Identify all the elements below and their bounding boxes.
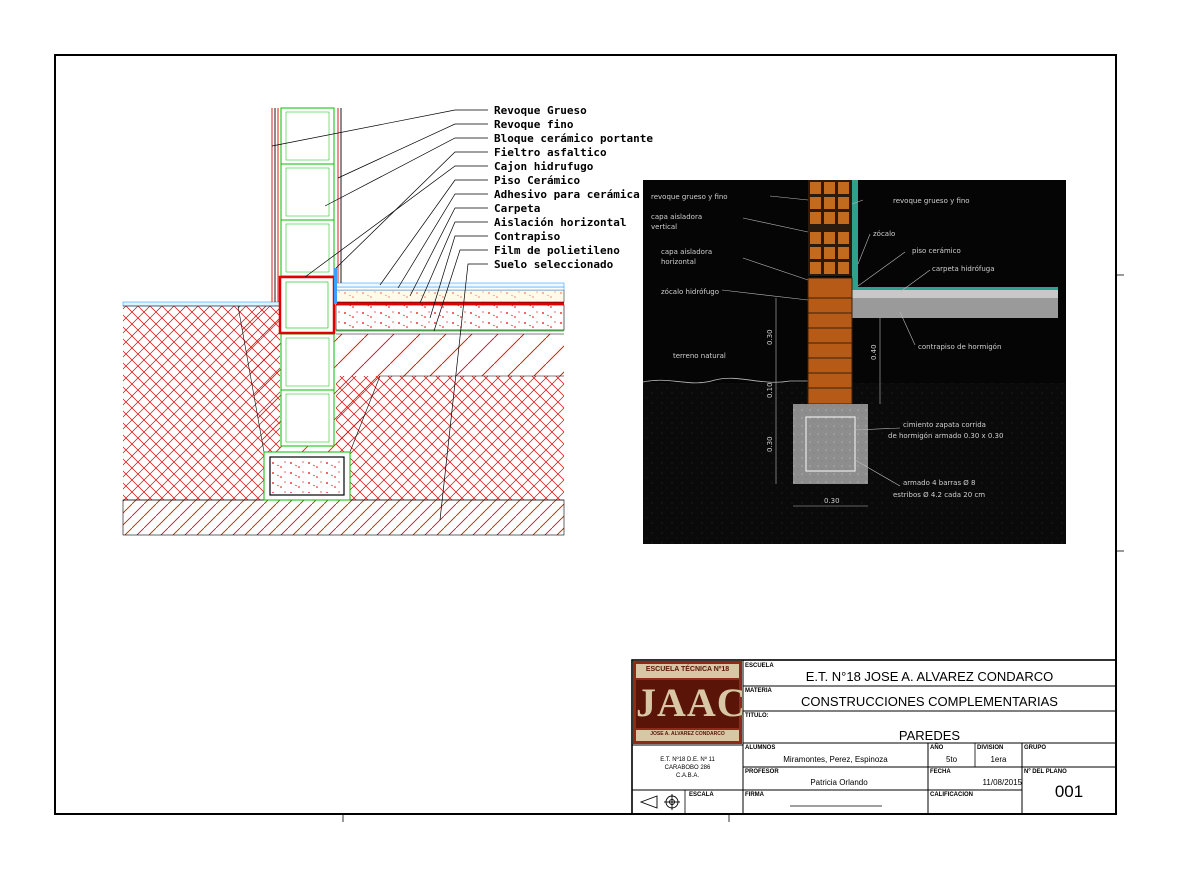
aislacion-horizontal — [336, 302, 564, 305]
leader-lines — [271, 109, 488, 521]
svg-text:armado 4 barras Ø 8: armado 4 barras Ø 8 — [903, 479, 976, 487]
svg-text:horizontal: horizontal — [661, 258, 696, 266]
photo-brick-grid — [810, 182, 849, 274]
detail-label-list: Revoque Grueso Revoque fino Bloque cerám… — [494, 104, 653, 271]
photo-solid-bricks — [807, 277, 853, 405]
anio-label: AÑO — [930, 745, 944, 751]
label-revoque-grueso: Revoque Grueso — [494, 104, 587, 117]
svg-text:piso cerámico: piso cerámico — [912, 247, 961, 255]
titulo-label: TITULO: — [745, 713, 769, 719]
svg-text:0.10: 0.10 — [766, 382, 774, 398]
base-soil-band — [122, 499, 565, 536]
svg-text:revoque grueso y fino: revoque grueso y fino — [893, 197, 970, 205]
label-contrapiso: Contrapiso — [494, 230, 561, 243]
titulo-value: PAREDES — [898, 728, 961, 743]
label-piso-ceramico: Piso Cerámico — [494, 174, 580, 187]
label-fieltro-asfaltico: Fieltro asfaltico — [494, 146, 607, 159]
firma-label: FIRMA — [745, 792, 764, 798]
label-bloque-ceramico: Bloque cerámico portante — [494, 132, 653, 145]
materia-label: MATERIA — [745, 688, 772, 694]
fecha-label: FECHA — [930, 769, 951, 775]
anio-value: 5to — [945, 755, 958, 764]
svg-text:capa aisladora: capa aisladora — [651, 213, 702, 221]
label-suelo-seleccionado: Suelo seleccionado — [494, 258, 614, 271]
label-adhesivo: Adhesivo para cerámica — [494, 188, 640, 201]
logo-bottom-text: JOSE A. ALVAREZ CONDARCO — [650, 731, 725, 737]
svg-text:capa aisladora: capa aisladora — [661, 248, 712, 256]
rendered-section-image: 0.30 0.10 0.30 0.40 0.30 revoque grueso … — [642, 180, 1066, 544]
photo-contrapiso — [852, 298, 1058, 318]
suelo-seleccionado-hatch — [336, 334, 564, 376]
svg-text:contrapiso de hormigón: contrapiso de hormigón — [918, 343, 1001, 351]
svg-text:de hormigón armado 0.30 x 0.30: de hormigón armado 0.30 x 0.30 — [888, 432, 1003, 440]
division-label: DIVISION — [977, 745, 1004, 751]
label-cajon-hidrufugo: Cajon hidrufugo — [494, 160, 594, 173]
cajon-hidrofugo — [278, 275, 336, 335]
fieltro-asfaltico — [334, 268, 337, 304]
sheet-border — [54, 54, 1117, 815]
projection-symbol-icon — [639, 794, 680, 810]
escuela-value: E.T. N°18 JOSE A. ALVAREZ CONDARCO — [805, 669, 1054, 684]
label-carpeta: Carpeta — [494, 202, 540, 215]
escuela-label: ESCUELA — [745, 663, 774, 669]
division-value: 1era — [990, 755, 1007, 764]
photo-labels: revoque grueso y fino capa aisladora ver… — [651, 193, 1003, 499]
address-line-3: C.A.B.A. — [675, 773, 699, 779]
grupo-label: GRUPO — [1024, 745, 1047, 751]
logo-letters: JAAC — [636, 680, 747, 725]
alumnos-value: Miramontes, Perez, Espinoza — [783, 755, 888, 764]
photo-footing — [793, 404, 868, 484]
school-logo — [633, 661, 742, 744]
adhesivo-layer — [335, 286, 565, 291]
frame-ticks — [342, 274, 1124, 822]
wall-section-detail: Revoque Grueso Revoque fino Bloque cerám… — [122, 104, 653, 536]
photo-wall — [808, 180, 852, 276]
revoque-lines — [271, 108, 342, 302]
materia-value: CONSTRUCCIONES COMPLEMENTARIAS — [801, 694, 1058, 709]
photo-dimensions: 0.30 0.10 0.30 0.40 0.30 — [766, 329, 878, 505]
svg-text:revoque grueso y fino: revoque grueso y fino — [651, 193, 728, 201]
label-film-polietileno: Film de polietileno — [494, 244, 620, 257]
svg-text:cimiento zapata corrida: cimiento zapata corrida — [903, 421, 986, 429]
svg-text:vertical: vertical — [651, 223, 677, 231]
profesor-value: Patricia Orlando — [810, 778, 868, 787]
title-block-grid — [631, 659, 1117, 815]
fecha-value: 11/08/2015 — [982, 778, 1022, 787]
svg-text:0.30: 0.30 — [766, 329, 774, 345]
svg-text:0.30: 0.30 — [766, 436, 774, 452]
svg-text:0.40: 0.40 — [870, 344, 878, 360]
alumnos-label: ALUMNOS — [745, 745, 776, 751]
svg-text:zócalo: zócalo — [873, 230, 895, 238]
address-line-2: CARABOBO 286 — [664, 765, 711, 771]
address-line-1: E.T. Nº18 D.E. Nº 11 — [660, 757, 715, 763]
label-revoque-fino: Revoque fino — [494, 118, 574, 131]
plano-value: 001 — [1054, 782, 1084, 801]
logo-top-text: ESCUELA TÉCNICA Nº18 — [645, 666, 730, 673]
calificacion-label: CALIFICACION — [930, 792, 973, 798]
svg-text:carpeta hidrófuga: carpeta hidrófuga — [932, 265, 995, 273]
piso-ceramico — [335, 282, 565, 288]
svg-text:zócalo hidrófugo: zócalo hidrófugo — [661, 288, 719, 296]
bloque-ceramico-column — [280, 107, 335, 447]
escala-label: ESCALA — [689, 792, 714, 798]
label-aislacion-horizontal: Aislación horizontal — [494, 216, 626, 229]
svg-text:terreno natural: terreno natural — [673, 352, 726, 360]
profesor-label: PROFESOR — [745, 769, 779, 775]
plano-label: Nº DEL PLANO — [1024, 769, 1067, 775]
svg-text:0.30: 0.30 — [824, 497, 840, 505]
svg-text:estribos Ø 4.2 cada 20 cm: estribos Ø 4.2 cada 20 cm — [893, 491, 985, 499]
